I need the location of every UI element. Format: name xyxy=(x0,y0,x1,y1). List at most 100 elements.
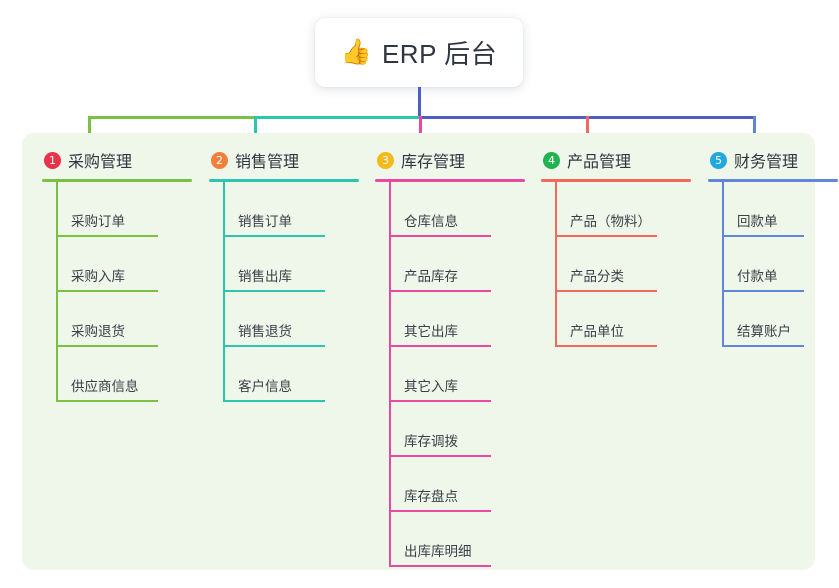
branch-item-label: 客户信息 xyxy=(238,379,292,394)
branch-number-badge: 1 xyxy=(44,151,61,169)
branch-item[interactable]: 销售订单 xyxy=(209,182,359,237)
branch-number-badge: 4 xyxy=(543,151,560,169)
branch-item[interactable]: 其它入库 xyxy=(375,347,525,402)
branch-underline xyxy=(42,179,192,182)
branch-header-2[interactable]: 2 销售管理 xyxy=(209,145,359,175)
branch-title: 库存管理 xyxy=(401,154,466,171)
branch-item[interactable]: 客户信息 xyxy=(209,347,359,402)
branch-item-underline xyxy=(389,565,491,567)
branch-item-underline xyxy=(389,400,491,402)
branch-item[interactable]: 采购订单 xyxy=(42,182,192,237)
branch-item-underline xyxy=(56,235,158,237)
branch-items: 采购订单采购入库采购退货供应商信息 xyxy=(42,182,192,402)
branch-item-label: 采购退货 xyxy=(71,324,125,339)
branch-item[interactable]: 产品库存 xyxy=(375,237,525,292)
branch-header-1[interactable]: 1 采购管理 xyxy=(42,145,192,175)
branch-column-2: 2 销售管理销售订单销售出库销售退货客户信息 xyxy=(209,145,359,402)
branch-header-5[interactable]: 5 财务管理 xyxy=(708,145,838,175)
branch-item-underline xyxy=(56,290,158,292)
branch-item-underline xyxy=(223,345,325,347)
branch-spine xyxy=(389,182,391,567)
branch-item-underline xyxy=(56,345,158,347)
branch-item-label: 产品分类 xyxy=(570,269,624,284)
thumbs-up-icon: 👍 xyxy=(340,38,372,66)
branch-number-badge: 5 xyxy=(710,151,727,169)
branch-item[interactable]: 出库库明细 xyxy=(375,512,525,567)
branch-item-underline xyxy=(555,290,657,292)
branch-underline xyxy=(541,179,691,182)
branch-item-label: 库存盘点 xyxy=(404,489,458,504)
branch-item-label: 产品单位 xyxy=(570,324,624,339)
branch-item-label: 回款单 xyxy=(737,214,778,229)
branch-item-label: 销售退货 xyxy=(238,324,292,339)
branch-item-label: 销售出库 xyxy=(238,269,292,284)
branch-spine xyxy=(722,182,724,347)
branches-panel: 1 采购管理采购订单采购入库采购退货供应商信息 2 销售管理销售订单销售出库销售退货客… xyxy=(22,133,838,570)
branch-item-underline xyxy=(389,345,491,347)
branch-header-4[interactable]: 4 产品管理 xyxy=(541,145,691,175)
branch-title: 销售管理 xyxy=(235,154,300,171)
branch-underline xyxy=(375,179,525,182)
branch-item-label: 供应商信息 xyxy=(71,379,139,394)
branch-item[interactable]: 产品单位 xyxy=(541,292,691,347)
branch-item[interactable]: 库存盘点 xyxy=(375,457,525,512)
branch-underline xyxy=(209,179,359,182)
branch-spine xyxy=(555,182,557,347)
branch-item[interactable]: 其它出库 xyxy=(375,292,525,347)
branch-items: 产品（物料） 产品分类产品单位 xyxy=(541,182,691,347)
branch-item[interactable]: 仓库信息 xyxy=(375,182,525,237)
branch-items: 仓库信息产品库存其它出库其它入库库存调拨库存盘点出库库明细 xyxy=(375,182,525,567)
branch-item-underline xyxy=(223,290,325,292)
branch-items: 回款单付款单结算账户 xyxy=(708,182,838,347)
branch-item-label: 产品库存 xyxy=(404,269,458,284)
branch-item-label: 其它出库 xyxy=(404,324,458,339)
branch-number-badge: 3 xyxy=(377,151,394,169)
branch-item-label: 仓库信息 xyxy=(404,214,458,229)
branch-spine xyxy=(223,182,225,402)
branch-item-label: 其它入库 xyxy=(404,379,458,394)
branch-item[interactable]: 采购退货 xyxy=(42,292,192,347)
trunk-segment-1 xyxy=(88,116,254,119)
branch-item-label: 库存调拨 xyxy=(404,434,458,449)
branch-column-5: 5 财务管理回款单付款单结算账户 xyxy=(708,145,838,347)
branch-item[interactable]: 销售退货 xyxy=(209,292,359,347)
branch-item-underline xyxy=(389,510,491,512)
branch-item-underline xyxy=(389,290,491,292)
branch-item-underline xyxy=(722,235,804,237)
branch-item[interactable]: 库存调拨 xyxy=(375,402,525,457)
branch-title: 采购管理 xyxy=(68,154,133,171)
branch-item-label: 产品（物料） xyxy=(570,214,651,229)
trunk-segment-2 xyxy=(254,116,419,119)
branch-item[interactable]: 产品（物料） xyxy=(541,182,691,237)
branch-item[interactable]: 付款单 xyxy=(708,237,838,292)
branch-item-label: 采购订单 xyxy=(71,214,125,229)
branch-underline xyxy=(708,179,838,182)
branch-column-1: 1 采购管理采购订单采购入库采购退货供应商信息 xyxy=(42,145,192,402)
branch-item-underline xyxy=(223,400,325,402)
branch-header-3[interactable]: 3 库存管理 xyxy=(375,145,525,175)
branch-item-label: 付款单 xyxy=(737,269,778,284)
branch-title: 财务管理 xyxy=(734,154,799,171)
branch-item[interactable]: 回款单 xyxy=(708,182,838,237)
branch-item-underline xyxy=(555,345,657,347)
branch-item-label: 采购入库 xyxy=(71,269,125,284)
branch-item[interactable]: 产品分类 xyxy=(541,237,691,292)
branch-item[interactable]: 销售出库 xyxy=(209,237,359,292)
branch-items: 销售订单销售出库销售退货客户信息 xyxy=(209,182,359,402)
branch-item-label: 结算账户 xyxy=(737,324,791,339)
branch-item[interactable]: 采购入库 xyxy=(42,237,192,292)
branch-column-4: 4 产品管理产品（物料） 产品分类产品单位 xyxy=(541,145,691,347)
branch-item[interactable]: 结算账户 xyxy=(708,292,838,347)
branch-title: 产品管理 xyxy=(567,154,632,171)
branch-item-underline xyxy=(56,400,158,402)
branch-item-underline xyxy=(389,235,491,237)
branch-item-underline xyxy=(722,345,804,347)
root-title: ERP 后台 xyxy=(381,39,498,69)
root-node[interactable]: 👍 ERP 后台 xyxy=(315,18,523,87)
branch-item-underline xyxy=(223,235,325,237)
branch-item[interactable]: 供应商信息 xyxy=(42,347,192,402)
branch-item-label: 出库库明细 xyxy=(404,544,472,559)
branch-item-underline xyxy=(389,455,491,457)
branch-number-badge: 2 xyxy=(211,151,228,169)
